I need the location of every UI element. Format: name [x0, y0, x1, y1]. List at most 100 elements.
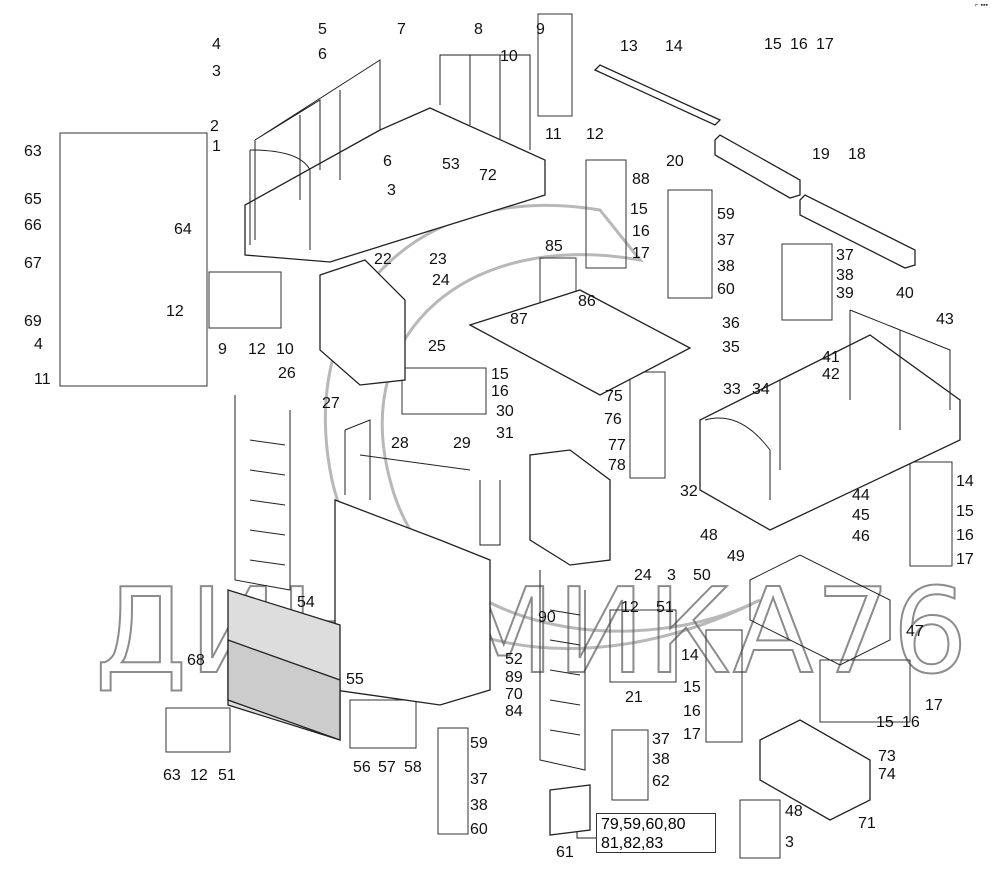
callout-label-22: 22 — [374, 251, 392, 268]
callout-label-16: 16 — [790, 36, 808, 53]
callout-label-4: 4 — [212, 36, 221, 53]
parts-list-box: 79,59,60,80 81,82,83 — [596, 813, 716, 853]
callout-label-10: 10 — [276, 341, 294, 358]
detail-frame-bolt — [705, 629, 743, 743]
callout-label-34: 34 — [752, 381, 770, 398]
callout-label-51: 51 — [218, 767, 236, 784]
callout-label-58: 58 — [404, 759, 422, 776]
watermark-text: ДИНАМИКА76 — [95, 562, 970, 700]
detail-frame-bolt — [819, 659, 911, 723]
callout-label-47: 47 — [906, 623, 924, 640]
callout-label-3: 3 — [785, 834, 794, 851]
callout-label-48: 48 — [700, 527, 718, 544]
callout-label-90: 90 — [538, 609, 556, 626]
callout-label-76: 76 — [604, 411, 622, 428]
box-71 — [759, 719, 871, 821]
callout-label-9: 9 — [218, 341, 227, 358]
detail-frame-bolt — [401, 367, 487, 415]
callout-label-65: 65 — [24, 191, 42, 208]
callout-label-21: 21 — [625, 689, 643, 706]
callout-label-59: 59 — [470, 735, 488, 752]
callout-label-16: 16 — [491, 383, 509, 400]
detail-frame-bolt — [537, 13, 573, 117]
callout-label-45: 45 — [852, 507, 870, 524]
callout-label-24: 24 — [634, 567, 652, 584]
callout-label-88: 88 — [632, 171, 650, 188]
callout-label-46: 46 — [852, 528, 870, 545]
side-box-25 — [319, 259, 406, 386]
callout-label-31: 31 — [496, 425, 514, 442]
callout-label-69: 69 — [24, 313, 42, 330]
callout-label-54: 54 — [297, 594, 315, 611]
callout-label-9: 9 — [536, 21, 545, 38]
callout-label-32: 32 — [680, 483, 698, 500]
callout-label-18: 18 — [848, 146, 866, 163]
callout-label-39: 39 — [836, 285, 854, 302]
callout-label-15: 15 — [764, 36, 782, 53]
callout-label-6: 6 — [318, 46, 327, 63]
callout-label-56: 56 — [353, 759, 371, 776]
callout-label-77: 77 — [608, 437, 626, 454]
callout-label-20: 20 — [666, 153, 684, 170]
callout-label-89: 89 — [505, 669, 523, 686]
callout-label-28: 28 — [391, 435, 409, 452]
detail-frame-bolt — [609, 609, 677, 683]
callout-label-51: 51 — [656, 599, 674, 616]
callout-label-67: 67 — [24, 255, 42, 272]
main-platform — [244, 107, 546, 263]
callout-label-6: 6 — [383, 153, 392, 170]
callout-label-50: 50 — [693, 567, 711, 584]
detail-frame-bolt — [349, 699, 417, 749]
callout-label-14: 14 — [681, 647, 699, 664]
ladder-90 — [539, 570, 586, 771]
callout-label-24: 24 — [432, 272, 450, 289]
callout-label-44: 44 — [852, 487, 870, 504]
callout-label-85: 85 — [545, 238, 563, 255]
callout-label-11: 11 — [545, 126, 562, 143]
callout-label-12: 12 — [190, 767, 208, 784]
beam-13 — [593, 64, 722, 126]
callout-label-38: 38 — [470, 797, 488, 814]
callout-label-55: 55 — [346, 671, 364, 688]
callout-label-49: 49 — [727, 548, 745, 565]
callout-label-37: 37 — [470, 771, 488, 788]
callout-label-2: 2 — [210, 118, 219, 135]
callout-label-27: 27 — [322, 395, 340, 412]
callout-label-15: 15 — [956, 503, 974, 520]
detail-frame-bolt — [165, 707, 231, 753]
detail-frame-bracket — [59, 132, 208, 387]
callout-label-12: 12 — [586, 126, 604, 143]
callout-label-60: 60 — [717, 281, 735, 298]
callout-label-15: 15 — [876, 714, 894, 731]
callout-label-11: 11 — [34, 371, 51, 388]
callout-label-3: 3 — [667, 567, 676, 584]
callout-label-13: 13 — [620, 38, 638, 55]
detail-frame-bolt — [611, 729, 649, 801]
callout-label-63: 63 — [24, 143, 42, 160]
callout-label-63: 63 — [163, 767, 181, 784]
grille-panel-55 — [227, 639, 341, 741]
callout-label-78: 78 — [608, 457, 626, 474]
detail-frame-bolt — [208, 271, 282, 329]
callout-label-38: 38 — [652, 751, 670, 768]
callout-label-30: 30 — [496, 403, 514, 420]
callout-label-73: 73 — [878, 748, 896, 765]
callout-label-66: 66 — [24, 217, 42, 234]
callout-label-7: 7 — [397, 21, 406, 38]
detail-frame-bolt — [629, 371, 666, 479]
callout-label-36: 36 — [722, 315, 740, 332]
callout-label-16: 16 — [632, 223, 650, 240]
callout-label-37: 37 — [836, 247, 854, 264]
detail-frame-bolt — [585, 159, 627, 269]
parts-list-line-1: 79,59,60,80 — [601, 816, 686, 833]
callout-label-14: 14 — [956, 473, 974, 490]
callout-label-17: 17 — [956, 551, 974, 568]
callout-label-61: 61 — [556, 844, 574, 861]
callout-label-53: 53 — [442, 156, 460, 173]
callout-label-59: 59 — [717, 206, 735, 223]
callout-label-68: 68 — [187, 652, 205, 669]
callout-label-16: 16 — [683, 703, 701, 720]
